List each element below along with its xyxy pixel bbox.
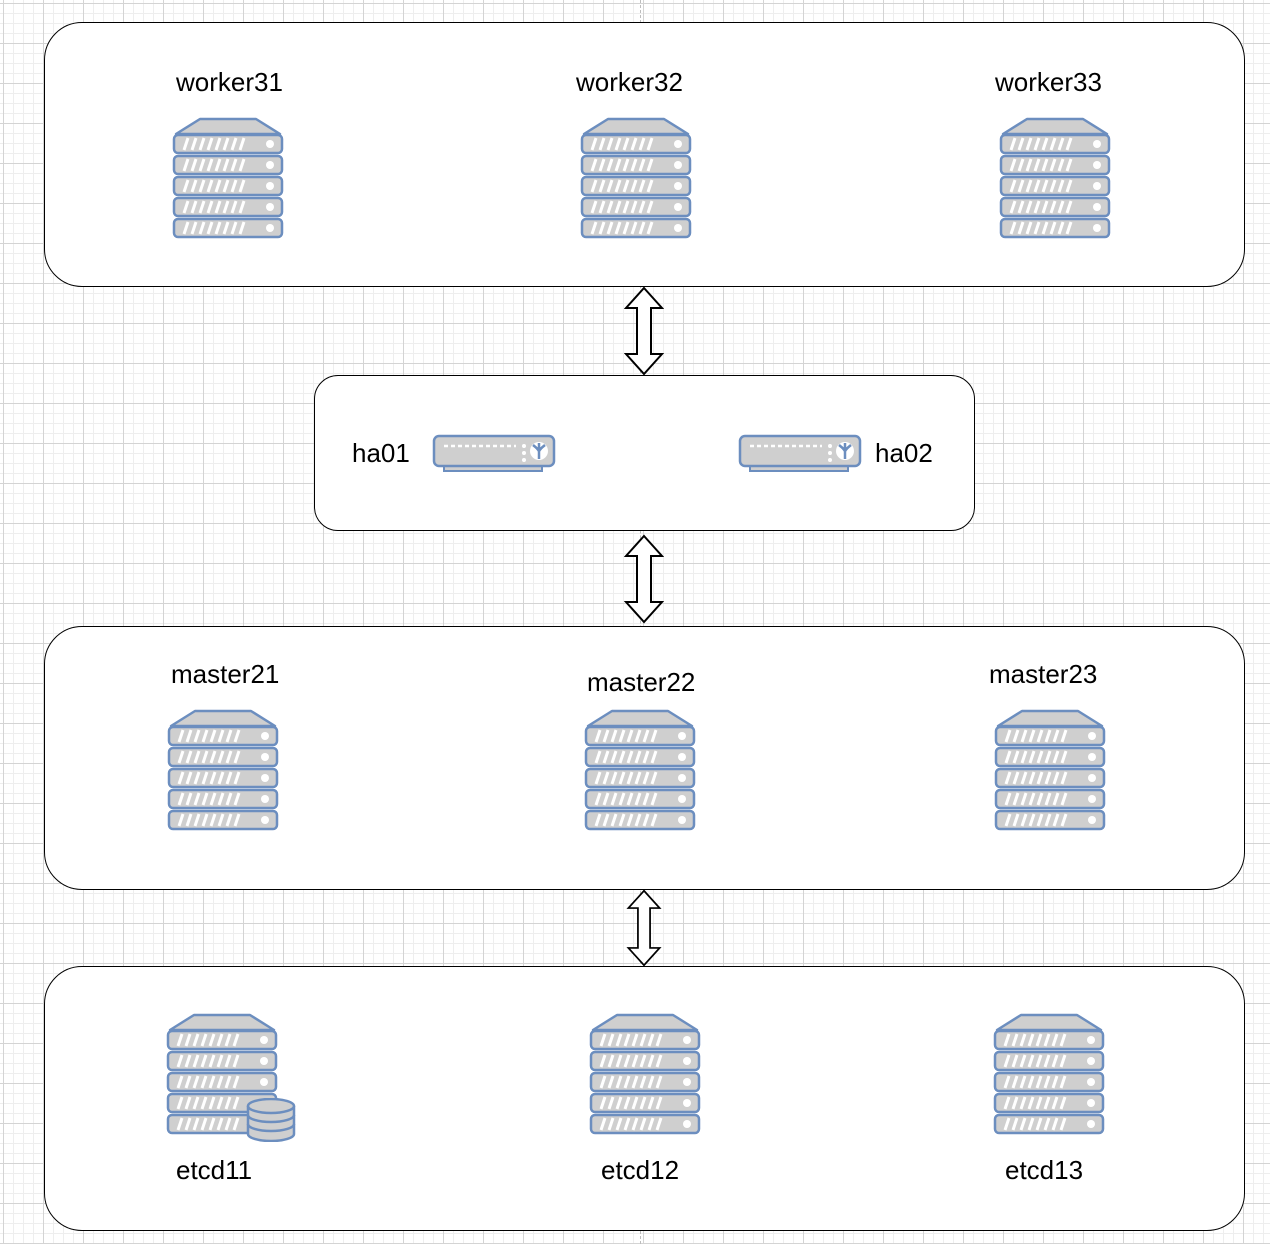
- bidirectional-arrow-icon: [624, 889, 664, 967]
- master21-label: master21: [171, 659, 280, 689]
- etcd11-label: etcd11: [176, 1155, 253, 1185]
- worker32-label: worker32: [576, 67, 683, 97]
- worker33-label: worker33: [995, 67, 1102, 97]
- center-guide-line: [640, 0, 641, 1244]
- database-icon: [246, 1098, 296, 1142]
- etcd13-label: etcd13: [1005, 1155, 1084, 1185]
- server-rack-icon[interactable]: [999, 117, 1111, 241]
- load-balancer-icon[interactable]: [432, 434, 556, 474]
- load-balancer-group[interactable]: [314, 375, 975, 531]
- bidirectional-arrow-icon: [624, 286, 664, 376]
- server-rack-icon[interactable]: [584, 709, 696, 833]
- etcd12-label: etcd12: [601, 1155, 680, 1185]
- server-rack-icon[interactable]: [172, 117, 284, 241]
- server-rack-icon[interactable]: [993, 1013, 1105, 1137]
- server-rack-icon[interactable]: [580, 117, 692, 241]
- server-rack-icon[interactable]: [167, 709, 279, 833]
- master22-label: master22: [587, 667, 696, 697]
- ha02-label: ha02: [875, 438, 933, 468]
- load-balancer-icon[interactable]: [738, 434, 862, 474]
- master23-label: master23: [989, 659, 1098, 689]
- worker31-label: worker31: [176, 67, 283, 97]
- server-rack-icon[interactable]: [589, 1013, 701, 1137]
- bidirectional-arrow-icon: [624, 532, 664, 626]
- server-rack-icon[interactable]: [994, 709, 1106, 833]
- ha01-label: ha01: [352, 438, 410, 468]
- worker-group[interactable]: [44, 22, 1245, 287]
